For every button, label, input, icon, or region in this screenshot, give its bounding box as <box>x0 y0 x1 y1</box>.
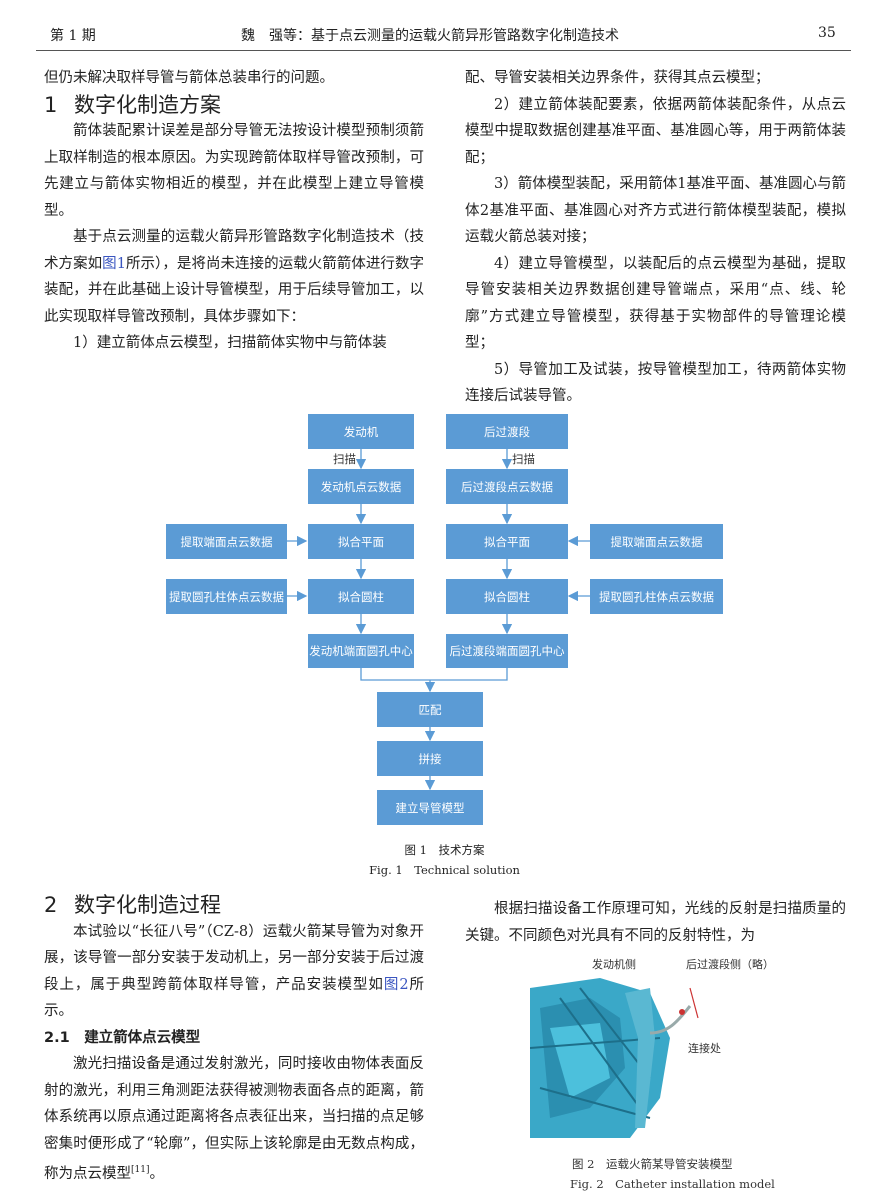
right-column-top: 配、导管安装相关边界条件，获得其点云模型； 2）建立箭体装配要素，依据两箭体装配… <box>465 65 846 410</box>
rear-hole-center-box: 后过渡段端面圆孔中心 <box>446 634 568 668</box>
fit-cylinder-box-left: 拟合圆柱 <box>308 579 414 614</box>
citation[interactable]: [11] <box>131 1165 150 1175</box>
paragraph: 根据扫描设备工作原理可知，光线的反射是扫描质量的关键。不同颜色对光具有不同的反射… <box>465 901 846 944</box>
extract-face-box-left: 提取端面点云数据 <box>166 524 287 559</box>
scan-label-left: 扫描 <box>333 452 356 466</box>
subsection-2-1-heading: 2.1 建立箭体点云模型 <box>44 1029 201 1046</box>
engine-box: 发动机 <box>308 414 414 449</box>
step-4: 4）建立导管模型，以装配后的点云模型为基础，提取导管安装相关边界数据创建导管端点… <box>465 255 846 352</box>
right-column-bottom: 根据扫描设备工作原理可知，光线的反射是扫描质量的关键。不同颜色对光具有不同的反射… <box>465 896 846 949</box>
figure-1-caption-cn: 图 1 技术方案 <box>404 843 485 857</box>
fig2-engine-side-label: 发动机侧 <box>592 958 636 971</box>
step-1: 1）建立箭体点云模型，扫描箭体实物中与箭体装 <box>73 335 387 351</box>
rear-cloud-box: 后过渡段点云数据 <box>446 469 568 504</box>
continued-text: 配、导管安装相关边界条件，获得其点云模型； <box>465 70 770 86</box>
build-pipe-model-box: 建立导管模型 <box>377 790 483 825</box>
page-number: 35 <box>818 25 836 41</box>
fig2-rear-side-label: 后过渡段侧（略） <box>686 958 774 971</box>
step-5: 5）导管加工及试装，按导管模型加工，待两箭体实物连接后试装导管。 <box>465 361 846 405</box>
figure-2-link[interactable]: 图2 <box>383 976 409 993</box>
flowchart-arrows <box>287 449 590 791</box>
fig2-joint-label: 连接处 <box>688 1042 721 1055</box>
engine-hole-center-box: 发动机端面圆孔中心 <box>308 634 414 668</box>
extract-face-box-right: 提取端面点云数据 <box>590 524 723 559</box>
figure-1-link[interactable]: 图1 <box>102 255 126 272</box>
match-box: 匹配 <box>377 692 483 727</box>
fit-plane-box-left: 拟合平面 <box>308 524 414 559</box>
running-title: 魏 强等：基于点云测量的运载火箭异形管路数字化制造技术 <box>241 28 619 44</box>
figure-2-installation-model-image <box>530 978 760 1138</box>
extract-cylinder-box-right: 提取圆孔柱体点云数据 <box>590 579 723 614</box>
engine-cloud-box: 发动机点云数据 <box>308 469 414 504</box>
paragraph: 本试验以“长征八号”（CZ-8）运载火箭某导管为对象开展，该导管一部分安装于发动… <box>44 923 425 1020</box>
figure-2-caption-en: Fig. 2 Catheter installation model <box>570 1177 775 1191</box>
continued-text: 但仍未解决取样导管与箭体总装串行的问题。 <box>44 70 334 86</box>
figure-1-caption-en: Fig. 1 Technical solution <box>369 863 520 877</box>
step-3: 3）箭体模型装配，采用箭体1基准平面、基准圆心与箭体2基准平面、基准圆心对齐方式… <box>465 176 846 245</box>
paragraph: 箭体装配累计误差是部分导管无法按设计模型预制须箭上取样制造的根本原因。为实现跨箭… <box>44 123 424 219</box>
fit-cylinder-box-right: 拟合圆柱 <box>446 579 568 614</box>
scan-label-right: 扫描 <box>512 452 535 466</box>
issue-number: 第 1 期 <box>50 28 96 44</box>
paragraph: 基于点云测量的运载火箭异形管路数字化制造技术（技术方案如图1所示），是将尚未连接… <box>44 229 424 325</box>
extract-cylinder-box-left: 提取圆孔柱体点云数据 <box>166 579 287 614</box>
rear-transition-box: 后过渡段 <box>446 414 568 449</box>
paragraph: 激光扫描设备是通过发射激光，同时接收由物体表面反射的激光，利用三角测距法获得被测… <box>44 1056 424 1182</box>
splice-box: 拼接 <box>377 741 483 776</box>
running-header: 第 1 期 魏 强等：基于点云测量的运载火箭异形管路数字化制造技术 35 <box>36 0 851 51</box>
figure-2-caption-cn: 图 2 运载火箭某导管安装模型 <box>572 1157 733 1171</box>
fit-plane-box-right: 拟合平面 <box>446 524 568 559</box>
step-2: 2）建立箭体装配要素，依据两箭体装配条件，从点云模型中提取数据创建基准平面、基准… <box>465 96 846 166</box>
